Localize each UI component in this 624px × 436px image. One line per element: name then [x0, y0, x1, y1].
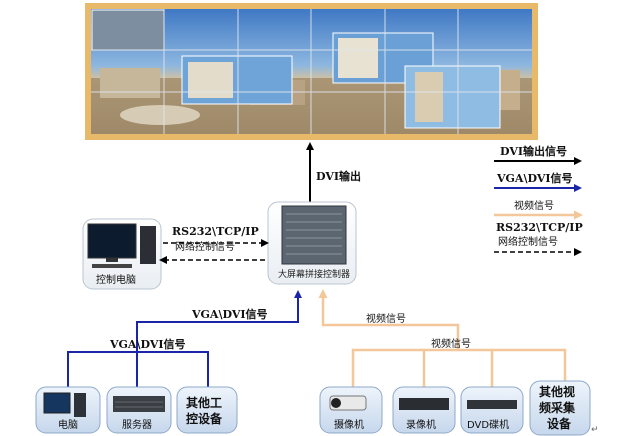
video-label-upper: 视频信号 [366, 312, 406, 325]
device-other-industrial-box [176, 386, 238, 434]
rs232-label-line2: 网络控制信号 [175, 240, 235, 253]
control-pc-stand [106, 258, 118, 262]
device-recorder-label: 录像机 [406, 418, 436, 431]
device-recorder: 录像机 [392, 386, 456, 434]
device-other-video-box [529, 380, 591, 436]
video-branch-bus [351, 348, 567, 388]
device-computer-label: 电脑 [58, 418, 78, 431]
video-paths [318, 289, 567, 388]
server-chassis [113, 396, 165, 412]
device-other-industrial-label-line1: 其他工 [186, 395, 222, 410]
wall-plaza [120, 105, 200, 125]
dvi-output-label: DVI输出 [316, 169, 361, 183]
control-pc-device: 控制电脑 [82, 218, 162, 290]
device-dvd-label: DVD碟机 [467, 418, 509, 431]
legend: DVI输出信号 VGA\DVI信号 视频信号 RS232\TCP/IP 网络控制… [494, 144, 583, 256]
control-pc-label: 控制电脑 [96, 273, 136, 286]
dvd-body [467, 400, 517, 409]
control-pc-monitor [87, 223, 137, 259]
controller-device: 大屏幕拼接控制器 [267, 201, 357, 285]
device-other-industrial-label-line2: 控设备 [186, 411, 223, 426]
vga-trunk [136, 290, 302, 388]
wall-inset-photo-1 [91, 9, 165, 51]
device-other-industrial: 其他工 控设备 [176, 386, 238, 434]
wall-inset-photo-2-building [188, 62, 233, 98]
vga-dvi-label-lower: VGA\DVI信号 [109, 337, 186, 351]
device-computer: 电脑 [35, 386, 101, 434]
video-label-lower: 视频信号 [431, 337, 471, 350]
legend-net-label-line2: 网络控制信号 [498, 235, 558, 248]
device-server-label: 服务器 [122, 418, 152, 431]
legend-video-label: 视频信号 [514, 199, 554, 212]
legend-dvi-label: DVI输出信号 [500, 144, 567, 158]
vga-dvi-paths [67, 290, 302, 388]
wall-building-a [100, 68, 160, 98]
camera-lens [331, 398, 341, 408]
computer-monitor [43, 392, 71, 414]
control-pc-keyboard [92, 264, 132, 268]
control-pc-tower [140, 226, 156, 264]
video-trunk [318, 289, 460, 350]
rs232-label-line1: RS232\TCP/IP [172, 225, 259, 238]
wall-grid [91, 9, 532, 134]
vga-dvi-label-upper: VGA\DVI信号 [191, 307, 268, 321]
video-wall [85, 3, 538, 140]
device-other-video-label-line1: 其他视 [539, 384, 575, 399]
controller-label: 大屏幕拼接控制器 [278, 268, 350, 280]
computer-tower [74, 393, 86, 417]
return-mark: ↵ [591, 425, 599, 435]
legend-net-label-line1: RS232\TCP/IP [496, 221, 583, 234]
device-dvd-box [460, 386, 524, 434]
device-camera-label: 摄像机 [334, 418, 364, 431]
controller-chassis [281, 205, 347, 265]
device-other-video-label-line2: 频采集 [539, 400, 576, 415]
wall-inset-photo-3-building [338, 38, 378, 78]
device-camera: 摄像机 [319, 386, 383, 434]
device-other-video: 其他视 频采集 设备 [529, 380, 591, 436]
wall-inset-photo-4-building [415, 72, 443, 122]
device-other-video-label-line3: 设备 [547, 416, 572, 431]
vga-branch-bus [67, 351, 209, 388]
recorder-body [399, 398, 449, 410]
legend-vga-label: VGA\DVI信号 [496, 171, 573, 185]
device-dvd: DVD碟机 [460, 386, 524, 434]
device-server: 服务器 [106, 386, 172, 434]
